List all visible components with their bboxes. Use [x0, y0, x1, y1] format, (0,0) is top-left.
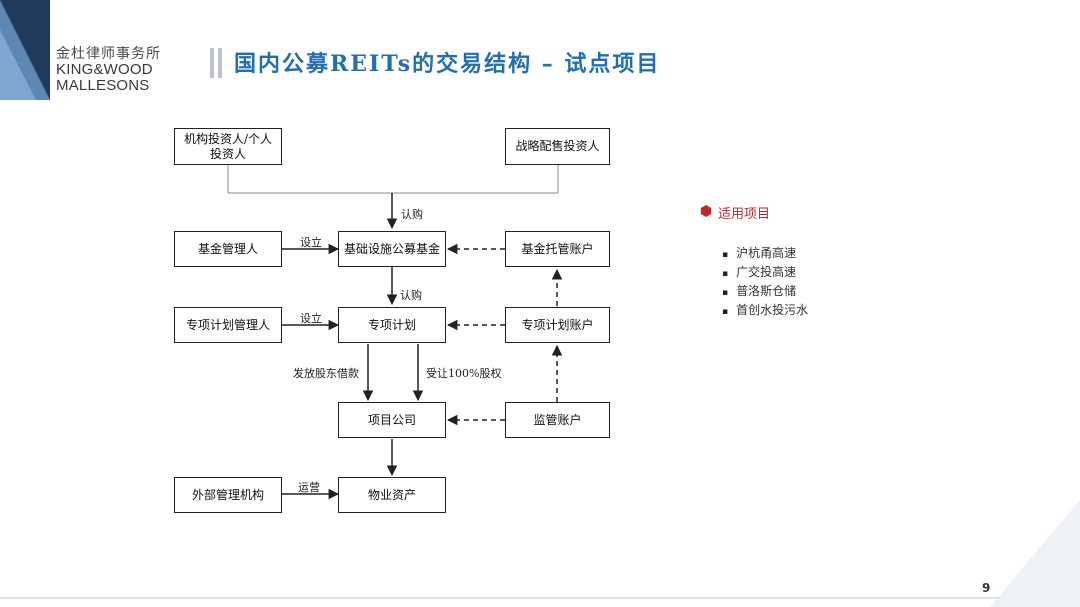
page-title: 国内公募REITs的交易结构 – 试点项目 [234, 51, 661, 77]
corner-decoration-bottom [990, 500, 1080, 607]
logo-en-line1: KING&WOOD [56, 61, 153, 78]
corner-decoration [0, 0, 50, 100]
box-investors: 机构投资人/个人 投资人 [174, 128, 282, 165]
box-property: 物业资产 [338, 477, 446, 513]
box-fund-manager: 基金管理人 [174, 231, 282, 267]
box-project-company: 项目公司 [338, 402, 446, 438]
box-fund-custody: 基金托管账户 [505, 231, 610, 267]
box-plan-manager: 专项计划管理人 [174, 307, 282, 343]
page-number: 9 [982, 581, 991, 595]
list-item: 沪杭甬高速 [722, 245, 808, 264]
firm-logo: 金杜律师事务所 KING&WOOD MALLESONS [56, 46, 176, 94]
label-subscribe-2: 认购 [400, 289, 422, 302]
hexagon-bullet-icon [700, 205, 712, 217]
label-establish-2: 设立 [300, 312, 322, 325]
title-accent-bar [210, 48, 214, 78]
label-operate: 运营 [298, 481, 320, 494]
box-special-plan: 专项计划 [338, 307, 446, 343]
box-supervision-account: 监管账户 [505, 402, 610, 438]
list-item: 广交投高速 [722, 264, 808, 283]
box-external-manager: 外部管理机构 [174, 477, 282, 513]
box-infra-fund: 基础设施公募基金 [338, 231, 446, 267]
logo-en-line2: MALLESONS [56, 77, 150, 94]
logo-cn: 金杜律师事务所 [56, 46, 161, 62]
label-shareholder-loan: 发放股东借款 [293, 367, 359, 380]
label-equity-transfer: 受让100%股权 [426, 367, 502, 380]
applicable-projects-title: 适用项目 [718, 207, 771, 222]
list-item: 普洛斯仓储 [722, 283, 808, 302]
box-strategic-investors: 战略配售投资人 [505, 128, 610, 165]
footer-line [0, 597, 1000, 599]
label-subscribe-1: 认购 [401, 208, 423, 221]
box-plan-account: 专项计划账户 [505, 307, 610, 343]
title-accent-bar-2 [218, 48, 222, 78]
label-establish-1: 设立 [300, 236, 322, 249]
list-item: 首创水投污水 [722, 302, 808, 321]
project-list: 沪杭甬高速 广交投高速 普洛斯仓储 首创水投污水 [722, 245, 808, 321]
